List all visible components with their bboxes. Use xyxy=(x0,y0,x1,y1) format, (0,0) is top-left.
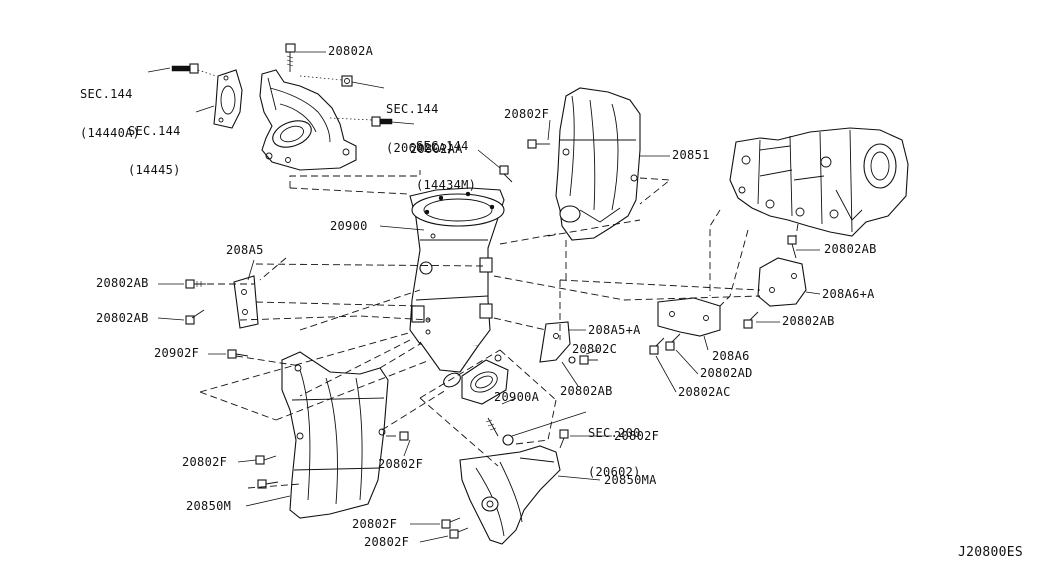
bolt-20802c[interactable] xyxy=(568,355,598,365)
bolt-20802ab-left2[interactable] xyxy=(185,309,205,325)
label-20802f-bot2: 20802F xyxy=(364,535,410,549)
bolt-20802f-center[interactable] xyxy=(386,431,409,441)
label-sec144-14434m-line2: (14434M) xyxy=(416,178,477,192)
manifold-gasket[interactable] xyxy=(213,69,243,129)
bolt-20802aa[interactable] xyxy=(499,165,513,183)
bolt-20802f-left-b[interactable] xyxy=(257,479,279,489)
label-sec144-20602ca-line2: (20602CA) xyxy=(386,141,454,155)
label-20802ab-left1: 20802AB xyxy=(96,276,149,290)
lower-heat-shield-20850m[interactable] xyxy=(281,351,389,519)
label-20802ab-right1: 20802AB xyxy=(824,242,877,256)
label-20802ab-right2: 20802AB xyxy=(782,314,835,328)
bracket-208a6a[interactable] xyxy=(757,257,807,307)
label-20902f: 20902F xyxy=(154,346,200,360)
label-20802f-left: 20802F xyxy=(182,455,228,469)
label-20850m: 20850M xyxy=(186,499,232,513)
label-20802a: 20802A xyxy=(328,44,374,58)
stud-14434m[interactable] xyxy=(371,116,393,127)
bracket-208a5[interactable] xyxy=(233,275,259,329)
label-208a5: 208A5 xyxy=(226,243,264,257)
label-20851: 20851 xyxy=(672,148,710,162)
lower-heat-shield-20850ma[interactable] xyxy=(459,445,561,545)
label-sec144-14440a-line1: SEC.144 xyxy=(80,87,133,101)
label-sec144-14440a-line2: (14440A) xyxy=(80,126,141,140)
label-20802aa: 20802AA xyxy=(410,142,463,156)
label-sec200-20602: SEC.200 (20602) xyxy=(588,401,641,492)
bolt-20802ab-right1[interactable] xyxy=(787,235,797,259)
leader-lines xyxy=(147,51,821,543)
label-20850ma: 20850MA xyxy=(604,473,657,487)
exhaust-manifold-elbow[interactable] xyxy=(259,69,357,171)
label-sec144-20602ca-line1: SEC.144 xyxy=(386,102,439,116)
label-20802c: 20802C xyxy=(572,342,618,356)
label-sec200-20602-line2: (20602) xyxy=(588,465,641,479)
label-208a6a: 208A6+A xyxy=(822,287,875,301)
label-20802ac: 20802AC xyxy=(678,385,731,399)
label-sec144-14434m-line1: SEC.144 xyxy=(416,139,469,153)
diagram-id-code: J20800ES xyxy=(958,545,1024,560)
bolt-20802f-bot1[interactable] xyxy=(441,517,461,529)
bolt-20802ab-right2[interactable] xyxy=(743,311,759,329)
label-20900a: 20900A xyxy=(494,390,540,404)
bolt-20900a[interactable] xyxy=(485,417,514,446)
label-sec144-14445-line1: SEC.144 xyxy=(128,124,181,138)
label-208a5a: 208A5+A xyxy=(588,323,641,337)
bracket-208a5a[interactable] xyxy=(539,321,571,363)
label-sec144-14445-line2: (14445) xyxy=(128,163,181,177)
label-208a6: 208A6 xyxy=(712,349,750,363)
bolt-20802ad[interactable] xyxy=(665,333,681,351)
upper-heat-shield-20851[interactable] xyxy=(555,87,641,241)
stud-14440a[interactable] xyxy=(171,63,199,74)
label-20802ad: 20802AD xyxy=(700,366,753,380)
label-sec144-20602ca: SEC.144 (20602CA) xyxy=(386,77,454,168)
label-20802f-center: 20802F xyxy=(378,457,424,471)
bolt-20802a[interactable] xyxy=(285,43,296,72)
label-20802f-top: 20802F xyxy=(504,107,550,121)
bolt-20802f-bot2[interactable] xyxy=(449,527,469,539)
label-sec144-14445: SEC.144 (14445) xyxy=(128,99,181,190)
bolt-20802f-mid[interactable] xyxy=(559,429,569,449)
bracket-208a6[interactable] xyxy=(657,297,721,337)
catalyst-outlet-gasket[interactable] xyxy=(461,359,509,405)
bolt-20802f-top[interactable] xyxy=(527,139,550,149)
label-sec144-14440a: SEC.144 (14440A) xyxy=(80,62,140,153)
label-20900: 20900 xyxy=(330,219,368,233)
label-20802f-mid: 20802F xyxy=(614,429,660,443)
bolt-20802f-left[interactable] xyxy=(255,455,277,465)
nut-20602ca[interactable] xyxy=(341,75,353,87)
assembly-dashed-lines xyxy=(196,170,799,489)
bolt-20802ac[interactable] xyxy=(649,337,665,355)
bolt-20902f[interactable] xyxy=(227,349,249,359)
label-sec144-14434m: SEC.144 (14434M) xyxy=(416,114,476,205)
label-20802f-bot1: 20802F xyxy=(352,517,398,531)
catalytic-converter[interactable] xyxy=(409,187,505,390)
label-sec200-20602-line1: SEC.200 xyxy=(588,426,641,440)
label-20802ab-mid: 20802AB xyxy=(560,384,613,398)
transaxle-housing xyxy=(729,127,909,237)
label-20802ab-left2: 20802AB xyxy=(96,311,149,325)
